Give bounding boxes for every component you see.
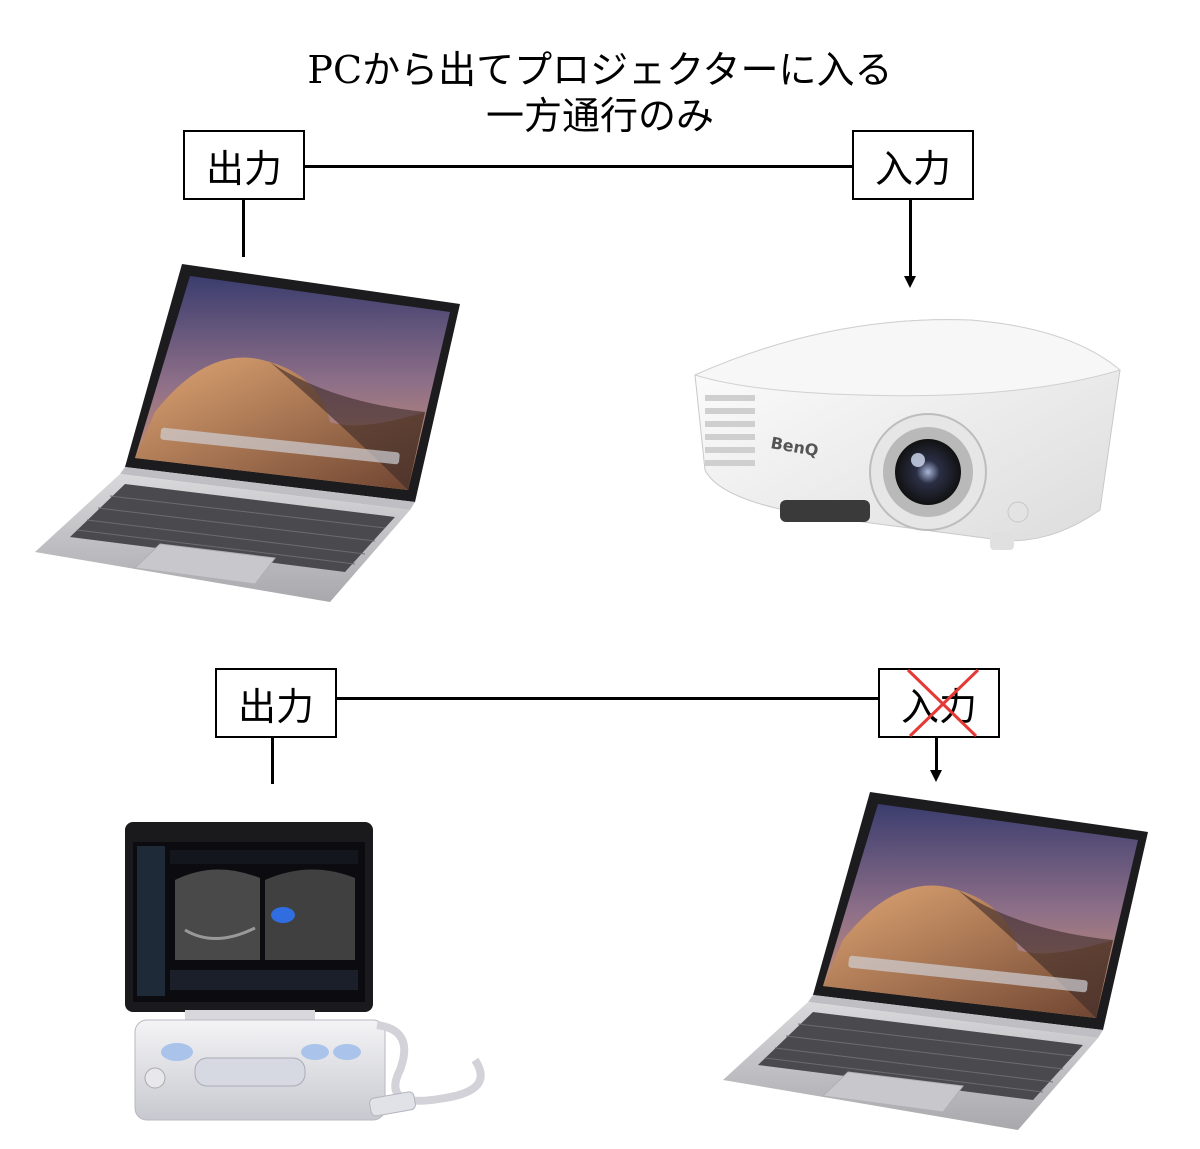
top-output-label: 出力 [205, 146, 282, 191]
laptop-icon [35, 264, 460, 602]
bottom-output-box: 出力 [215, 668, 337, 738]
top-output-box: 出力 [183, 130, 305, 200]
title-line-1: PCから出てプロジェクターに入る [307, 48, 893, 92]
bottom-input-arrowhead [930, 770, 942, 782]
top-connector-line [305, 165, 852, 168]
bottom-input-box: 入力 [878, 668, 1000, 738]
top-input-box: 入力 [852, 130, 974, 200]
top-input-stem [909, 200, 912, 276]
title-line-2: 一方通行のみ [485, 94, 714, 138]
laptop-icon [723, 792, 1148, 1130]
bottom-output-stem [271, 738, 274, 784]
projector-icon: BenQ [693, 319, 1122, 550]
top-input-label: 入力 [874, 146, 951, 191]
bottom-connector-line [337, 697, 878, 700]
cross-mark-icon [906, 668, 980, 738]
ultrasound-machine-icon [125, 822, 485, 1121]
top-output-stem [242, 200, 245, 257]
top-input-arrowhead [904, 276, 916, 288]
bottom-input-stem [935, 738, 938, 770]
bottom-output-label: 出力 [237, 684, 314, 729]
